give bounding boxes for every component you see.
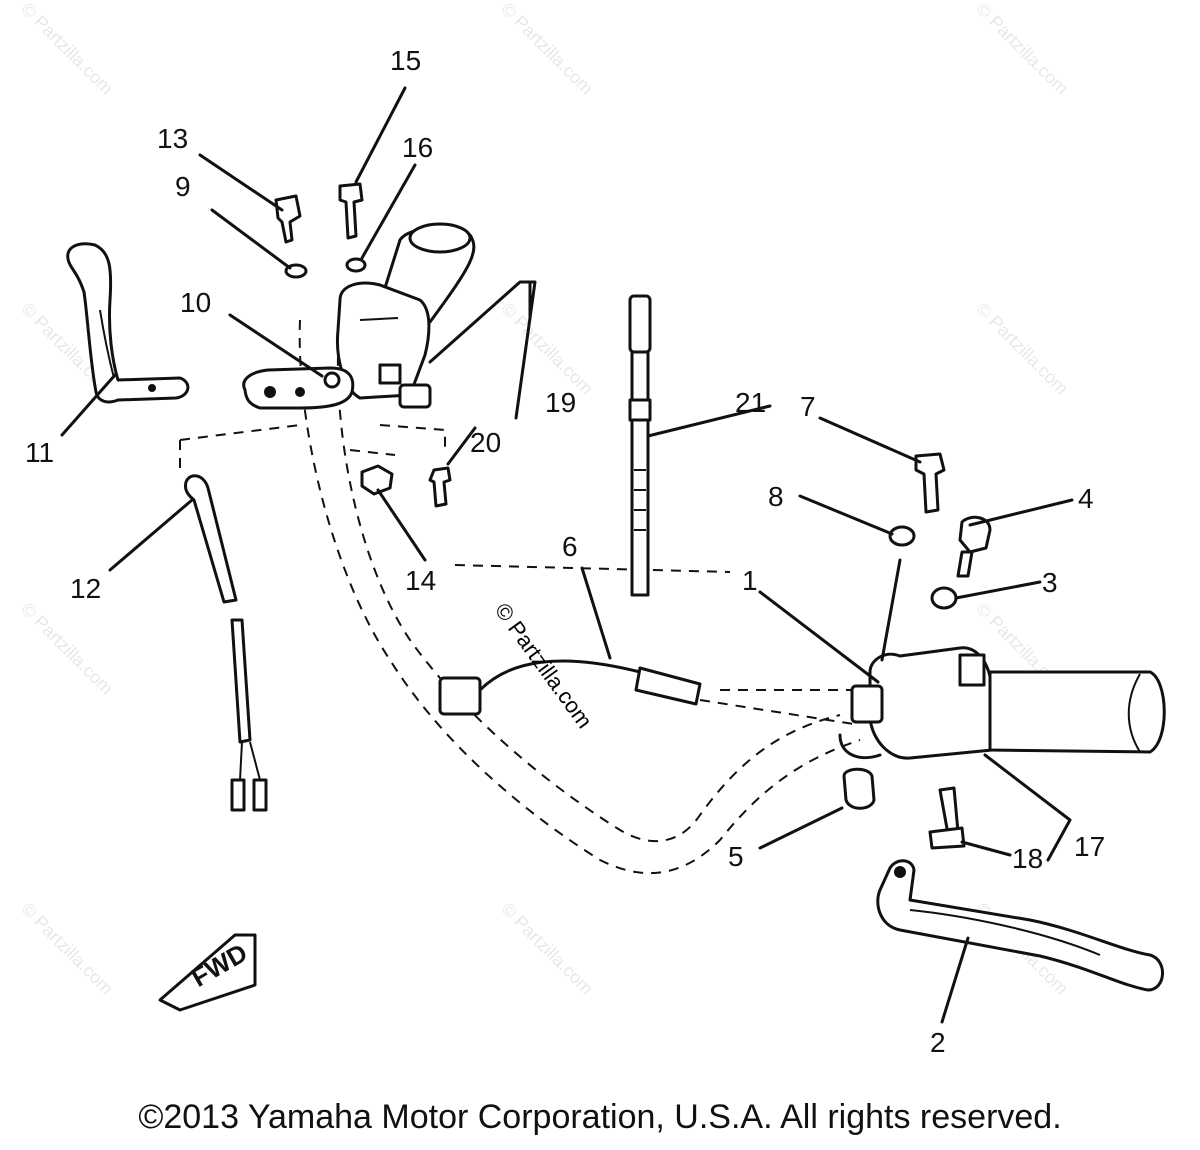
callout-13: 13 [157,123,188,154]
watermark: © Partzilla.com [497,299,597,399]
callout-18: 18 [1012,843,1043,874]
callout-8: 8 [768,481,784,512]
watermark: © Partzilla.com [17,599,117,699]
watermark: © Partzilla.com [972,0,1072,99]
washer-part-16 [345,257,367,273]
right-lever-part [876,859,1164,992]
left-lever-part [66,242,190,404]
callout-2: 2 [930,1027,946,1058]
callout-5: 5 [728,841,744,872]
copyright-notice: ©2013 Yamaha Motor Corporation, U.S.A. A… [138,1098,1062,1136]
washer-part-8 [888,525,916,547]
watermark: © Partzilla.com [17,0,117,99]
callout-7: 7 [800,391,816,422]
center-watermark: © Partzilla.com [490,598,597,733]
callout-6: 6 [562,531,578,562]
watermark: © Partzilla.com [497,0,597,99]
callout-labels: 13 15 16 9 10 11 12 14 20 19 21 7 8 4 3 … [25,45,1105,1058]
cap-part-5 [842,767,876,810]
cable-tie-part [628,294,652,597]
nut-part-3 [930,586,958,610]
leader-lines [60,86,1074,1024]
callout-11: 11 [25,437,54,468]
callout-4: 4 [1078,483,1094,514]
callout-3: 3 [1042,567,1058,598]
handlebar-outline [179,319,1160,875]
brake-switch-part [438,659,702,716]
callout-19: 19 [545,387,576,418]
left-cable-part [184,474,268,812]
callout-10: 10 [180,287,211,318]
callout-16: 16 [402,132,433,163]
bolt-part-15 [338,182,364,240]
watermark: © Partzilla.com [17,899,117,999]
bolt-part-7 [914,452,946,514]
callout-21: 21 [735,387,766,418]
callout-1: 1 [742,565,758,596]
callout-20: 20 [470,427,501,458]
watermark: © Partzilla.com [972,299,1072,399]
forward-direction-emblem: FWD [158,933,257,1012]
bolt-part-4 [956,515,992,578]
callout-9: 9 [175,171,191,202]
callout-17: 17 [1074,831,1105,862]
callout-12: 12 [70,573,101,604]
right-master-cylinder-part [838,646,1166,760]
bolt-part-20 [428,466,452,508]
bolt-part-13 [274,194,302,244]
callout-15: 15 [390,45,421,76]
watermark: © Partzilla.com [497,899,597,999]
left-switch-assembly-part [242,222,476,410]
screw-part-18 [928,786,966,850]
callout-14: 14 [405,565,436,596]
nut-part-14 [360,464,394,496]
